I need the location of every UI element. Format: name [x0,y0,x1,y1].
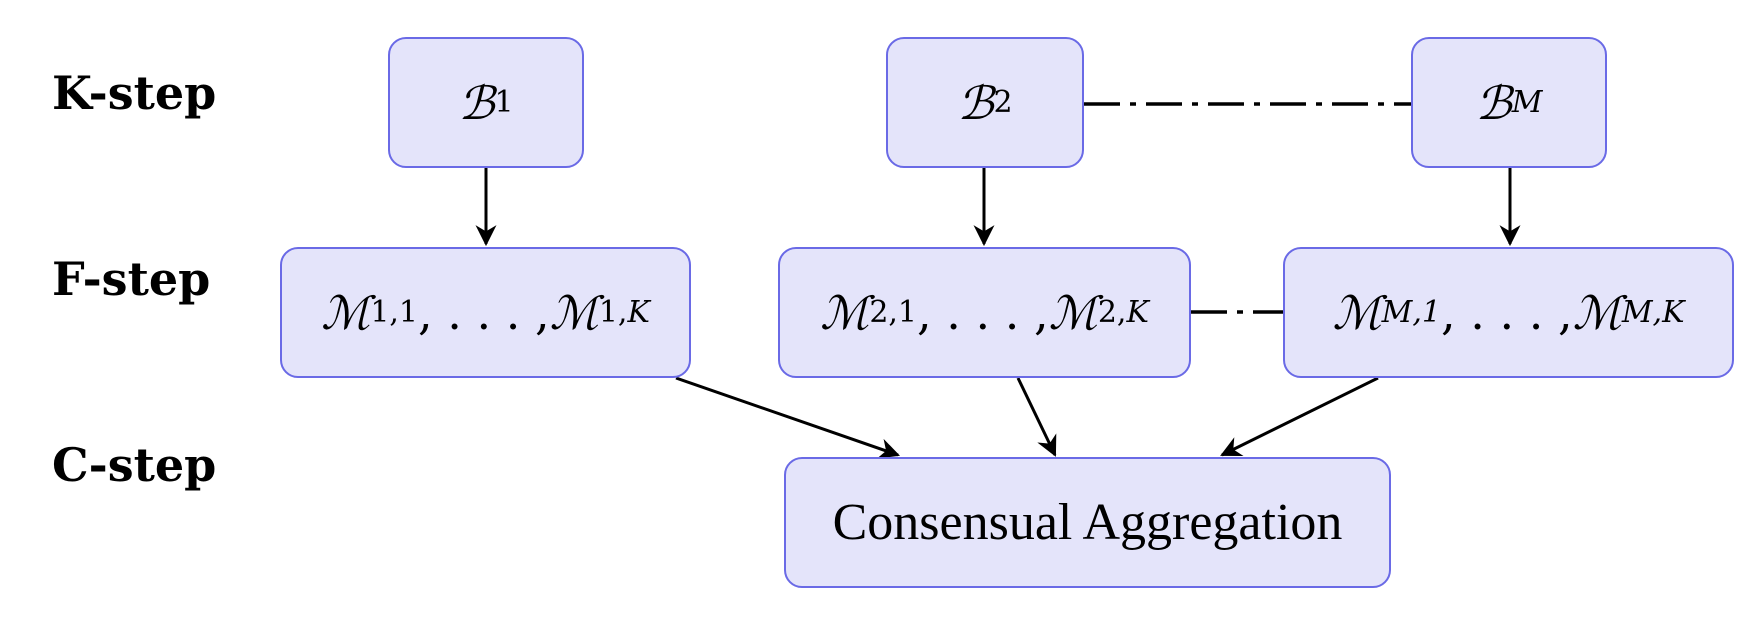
node-b1-subscript: 1 [494,85,514,120]
node-b1-symbol: ℬ [458,75,495,130]
node-m1-dots: , . . . , [418,285,550,340]
node-b2-subscript: 2 [993,85,1013,120]
node-m1-subscript-first: 1,1 [370,295,419,330]
node-m2-dots: , . . . , [917,285,1049,340]
k-step-label: K-step [52,66,217,120]
node-mm-symbol-last: ℳ [1572,285,1622,340]
node-bm-symbol: ℬ [1475,75,1512,130]
node-m2-symbol-first: ℳ [820,285,870,340]
edge-mm-to-c [1220,376,1379,457]
node-m1-subscript-last: 1,K [598,295,650,330]
node-mm-subscript-last: M,K [1621,295,1685,330]
node-consensual-aggregation-label: Consensual Aggregation [832,494,1343,551]
node-b2-symbol: ℬ [957,75,994,130]
node-mm-subscript-first: M,1 [1381,295,1442,330]
c-step-label: C-step [52,438,217,492]
node-mm-symbol-first: ℳ [1332,285,1382,340]
node-mm-dots: , . . . , [1441,285,1573,340]
f-step-label: F-step [52,252,211,306]
node-m2-symbol-last: ℳ [1048,285,1098,340]
node-m2-subscript-last: 2,K [1097,295,1149,330]
node-m1-symbol-last: ℳ [549,285,599,340]
node-consensual-aggregation[interactable]: Consensual Aggregation [784,457,1391,588]
node-bm-subscript: M [1511,85,1543,120]
node-m2-subscript-first: 2,1 [869,295,918,330]
edge-m1-to-c [675,376,900,459]
edge-m2-to-c [1016,377,1057,457]
node-m1-symbol-first: ℳ [321,285,371,340]
